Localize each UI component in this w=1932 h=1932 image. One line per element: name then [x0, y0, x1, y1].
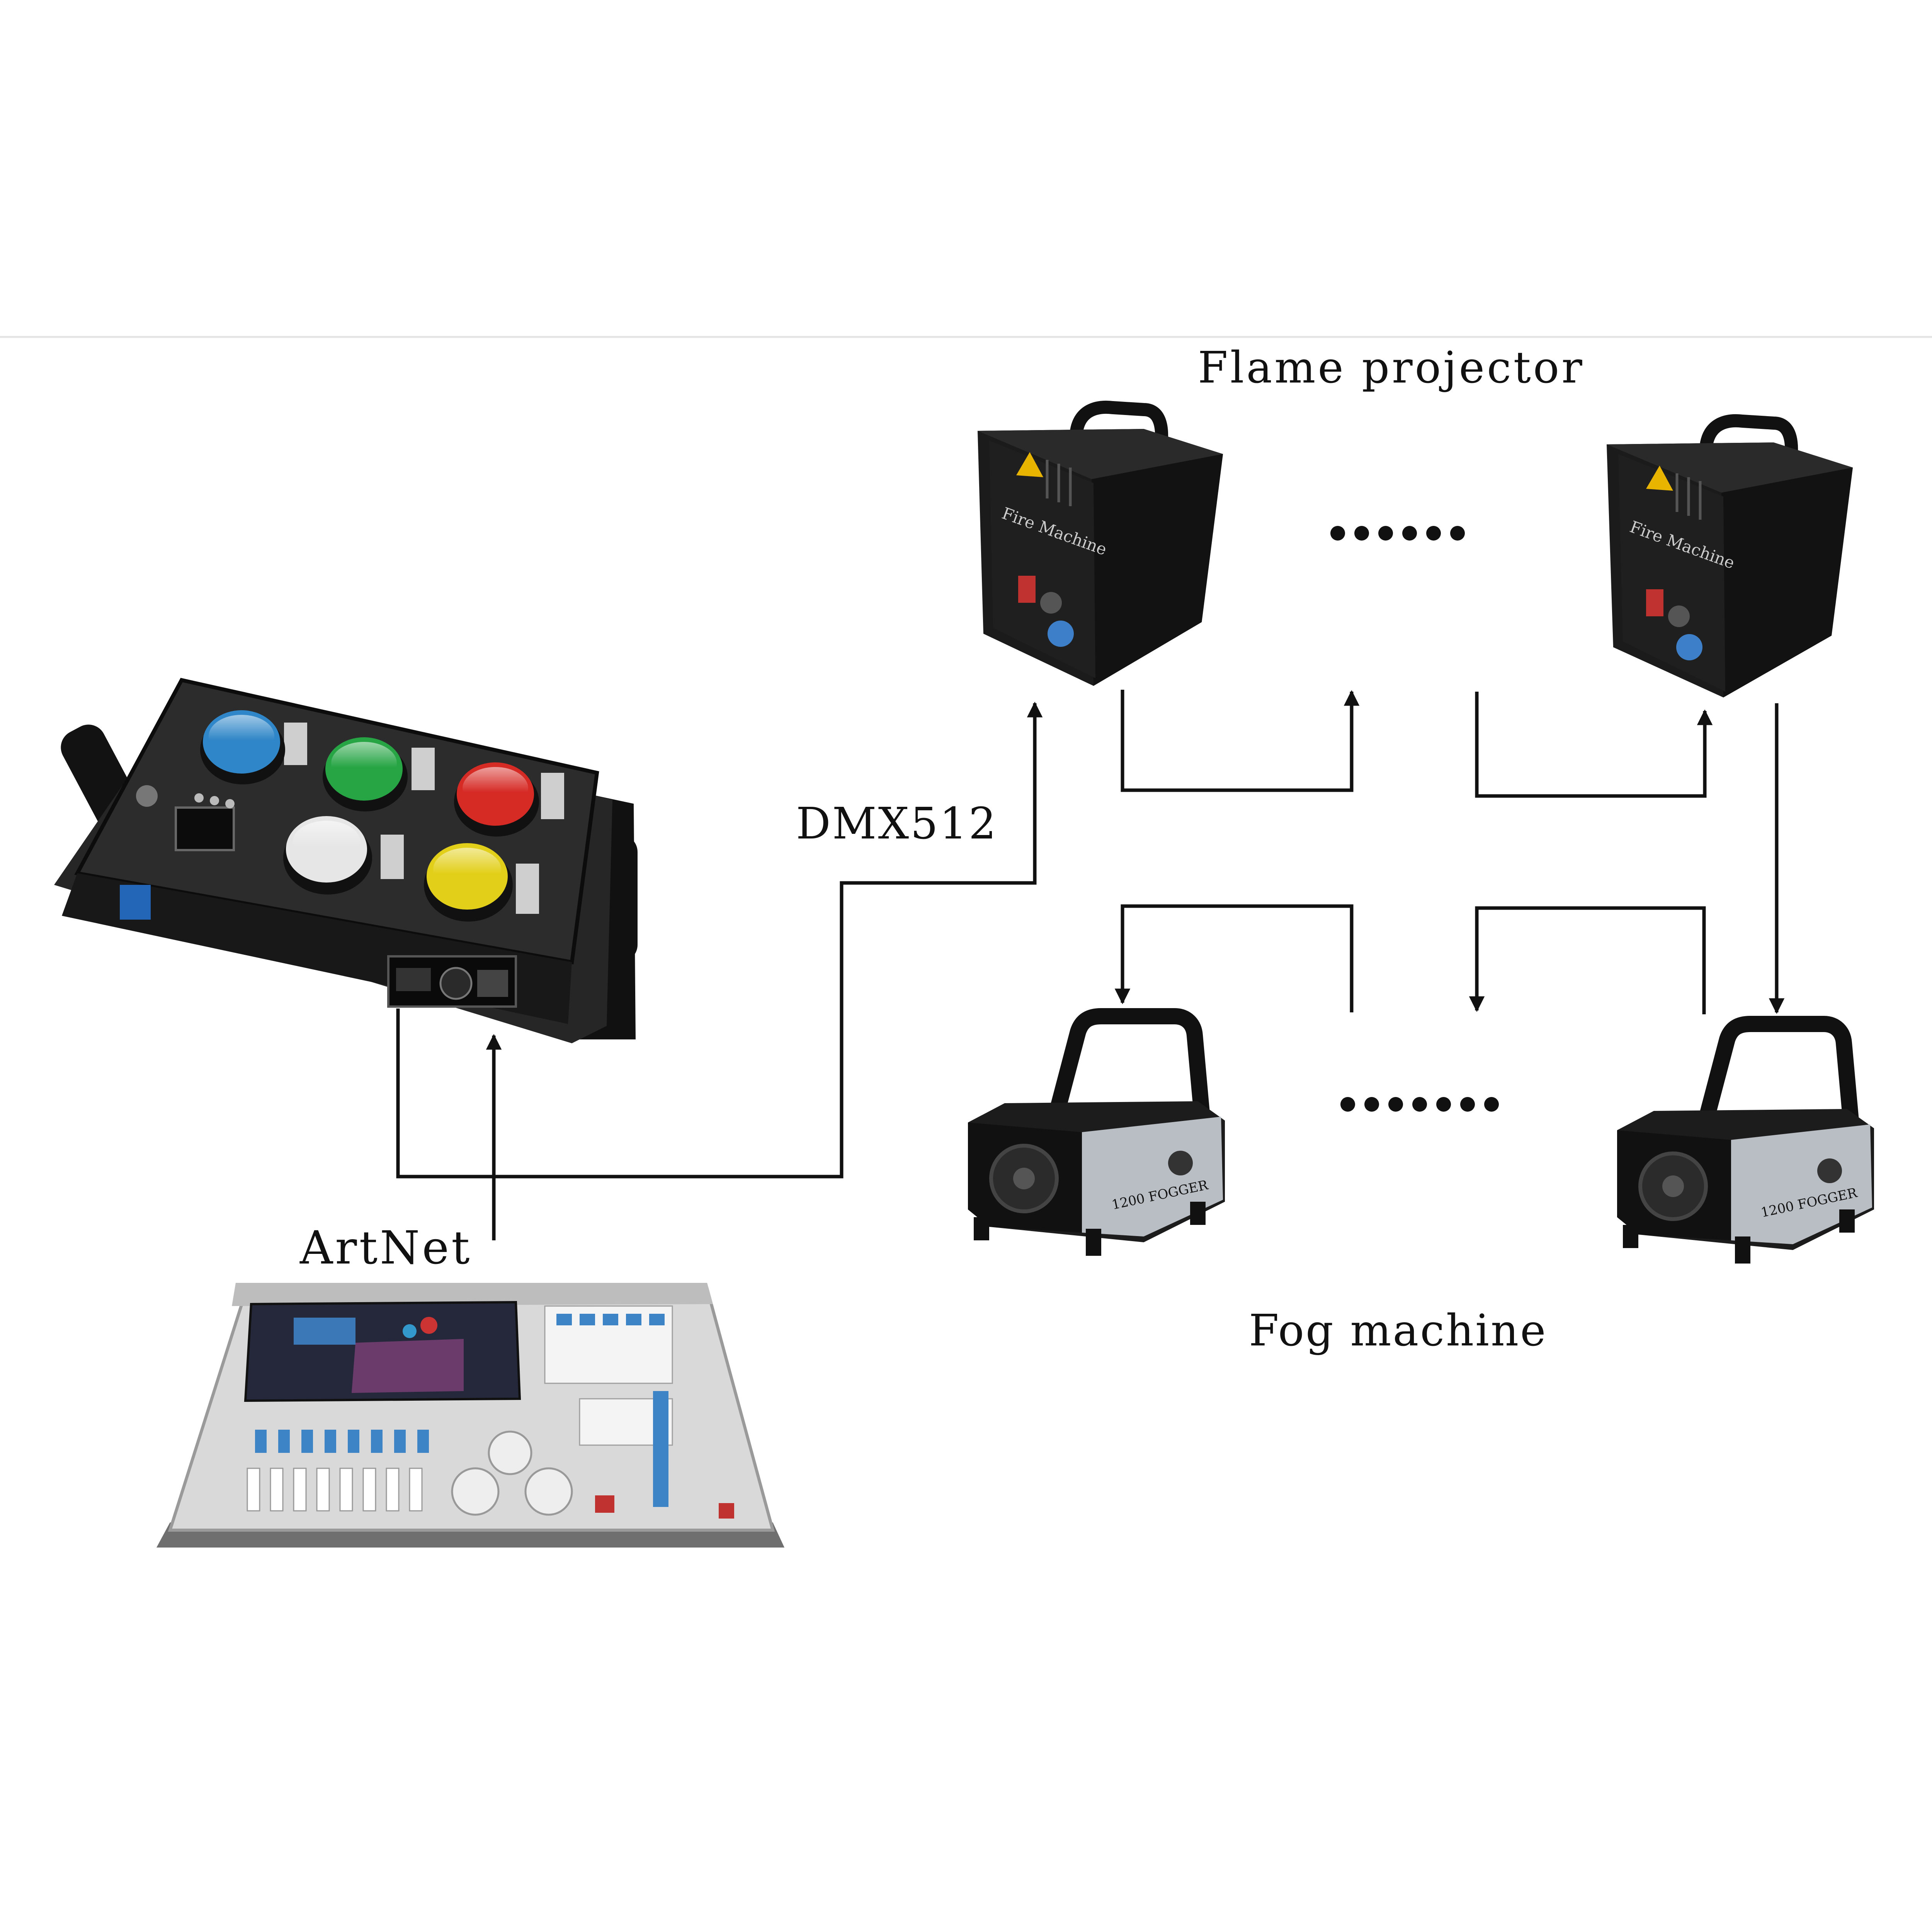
fog-machine-2: 1200 FOGGER [1617, 1016, 1874, 1264]
fog-machine-label: Fog machine [1249, 1306, 1547, 1356]
fog-machine-1: 1200 FOGGER [968, 1008, 1225, 1256]
controller-button-white [283, 816, 372, 895]
lighting-console-device [156, 1283, 784, 1548]
flame-projector-1: Fire Machine [978, 400, 1223, 686]
fog-chain-link-2 [1114, 904, 1354, 1012]
ellipsis-bottom [1340, 1097, 1499, 1112]
flame-projector-label: Flame projector [1198, 343, 1585, 393]
dmx512-label: DMX512 [796, 799, 998, 849]
controller-button-red [454, 762, 539, 837]
fog-chain-link-1 [1469, 906, 1706, 1014]
flame-projector-2: Fire Machine [1607, 414, 1853, 697]
ellipsis-top [1330, 526, 1465, 541]
flame-chain-link-2 [1475, 692, 1713, 798]
flame-projector-1-fan-grille [1046, 460, 1072, 506]
artnet-label: ArtNet [299, 1221, 472, 1274]
controller-button-green [323, 737, 408, 811]
controller-button-yellow [424, 843, 513, 922]
dmx-controller-device [54, 678, 638, 1043]
flame-chain-link-1 [1121, 690, 1360, 792]
controller-button-blue [200, 710, 285, 784]
dmx512-link [396, 701, 1043, 1179]
